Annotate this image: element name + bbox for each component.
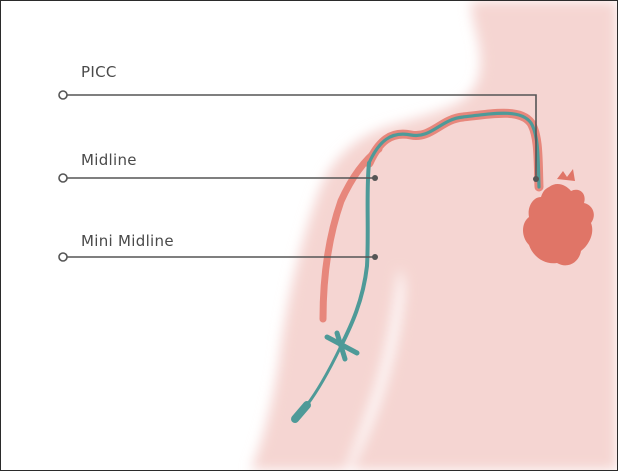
label-mini-midline: Mini Midline xyxy=(81,232,174,250)
label-picc: PICC xyxy=(81,63,117,81)
label-midline: Midline xyxy=(81,151,137,169)
